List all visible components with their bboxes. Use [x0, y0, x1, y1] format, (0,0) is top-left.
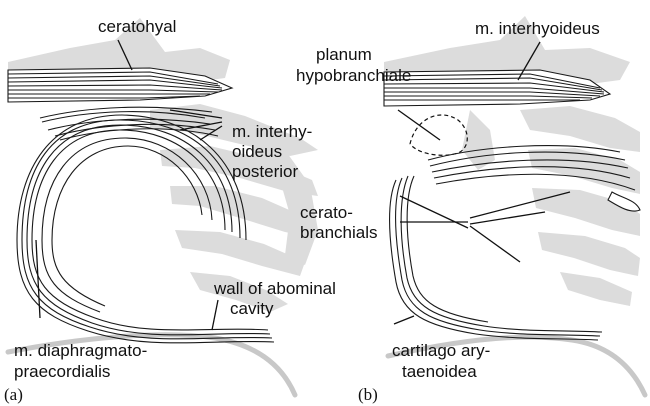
label-abdominal-wall-line-2: cavity — [230, 299, 274, 318]
label-ceratobranchials-line-1: cerato- — [300, 203, 353, 222]
panel-label-a: (a) — [4, 385, 23, 404]
label-diaphragmato-praecordialis: m. diaphragmato- praecordialis — [14, 341, 152, 381]
label-interhyoideus-posterior-line-1: m. interhy- — [232, 122, 312, 141]
label-interhyoideus-posterior-line-2: oideus — [232, 142, 282, 161]
label-diaphragmato-line-1: m. diaphragmato- — [14, 341, 147, 360]
label-planum-line-2: hypobranchiale — [296, 66, 411, 85]
panel-a: ceratohyal m. interhy- oideus posterior … — [4, 17, 341, 404]
label-abdominal-wall-line-1: wall of abominal — [213, 279, 336, 298]
panel-b: m. interhyoideus planum hypobranchiale c… — [296, 16, 645, 404]
label-cartilago-line-1: cartilago ary- — [392, 341, 490, 360]
label-cartilago-line-2: taenoidea — [402, 362, 477, 381]
planum-hypobranchiale-outline — [410, 115, 467, 155]
label-ceratobranchials-line-2: branchials — [300, 223, 378, 242]
label-planum-line-1: planum — [316, 45, 372, 64]
label-cartilago-arytaenoidea: cartilago ary- taenoidea — [392, 341, 495, 381]
label-diaphragmato-line-2: praecordialis — [14, 362, 110, 381]
label-interhyoideus-posterior-line-3: posterior — [232, 162, 298, 181]
label-ceratobranchials: cerato- branchials — [300, 203, 378, 242]
label-ceratohyal: ceratohyal — [98, 17, 176, 36]
label-m-interhyoideus: m. interhyoideus — [475, 19, 600, 38]
panel-label-b: (b) — [358, 385, 378, 404]
